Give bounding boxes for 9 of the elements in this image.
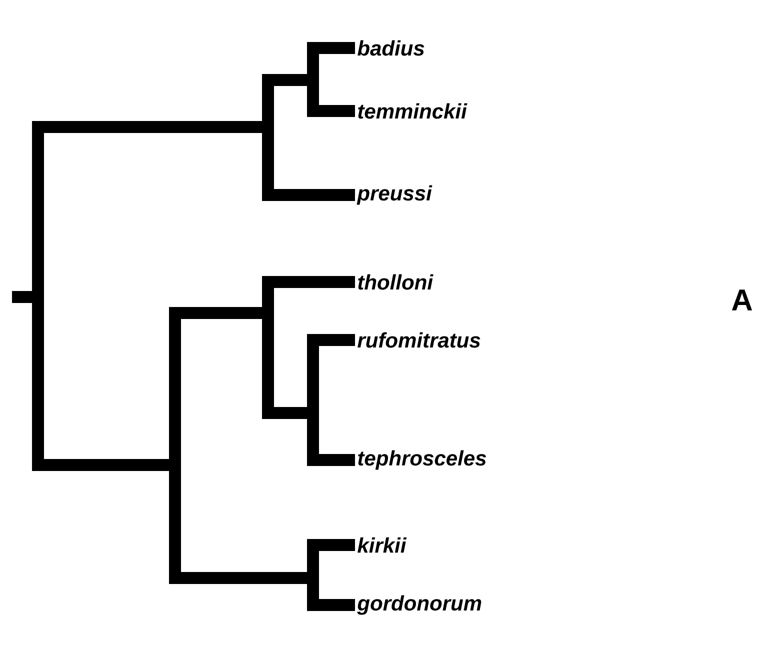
taxon-label: preussi [356, 185, 432, 205]
panel-letter: A [732, 290, 752, 310]
taxon-label: kirkii [358, 537, 407, 553]
taxon-label: temminckii [358, 103, 468, 119]
taxon-label: badius [358, 40, 424, 56]
taxon-label: gordonorum [357, 595, 482, 615]
taxon-label: tholloni [358, 274, 434, 290]
taxon-label: tephrosceles [358, 450, 486, 470]
taxon-label: rufomitratus [358, 332, 480, 348]
